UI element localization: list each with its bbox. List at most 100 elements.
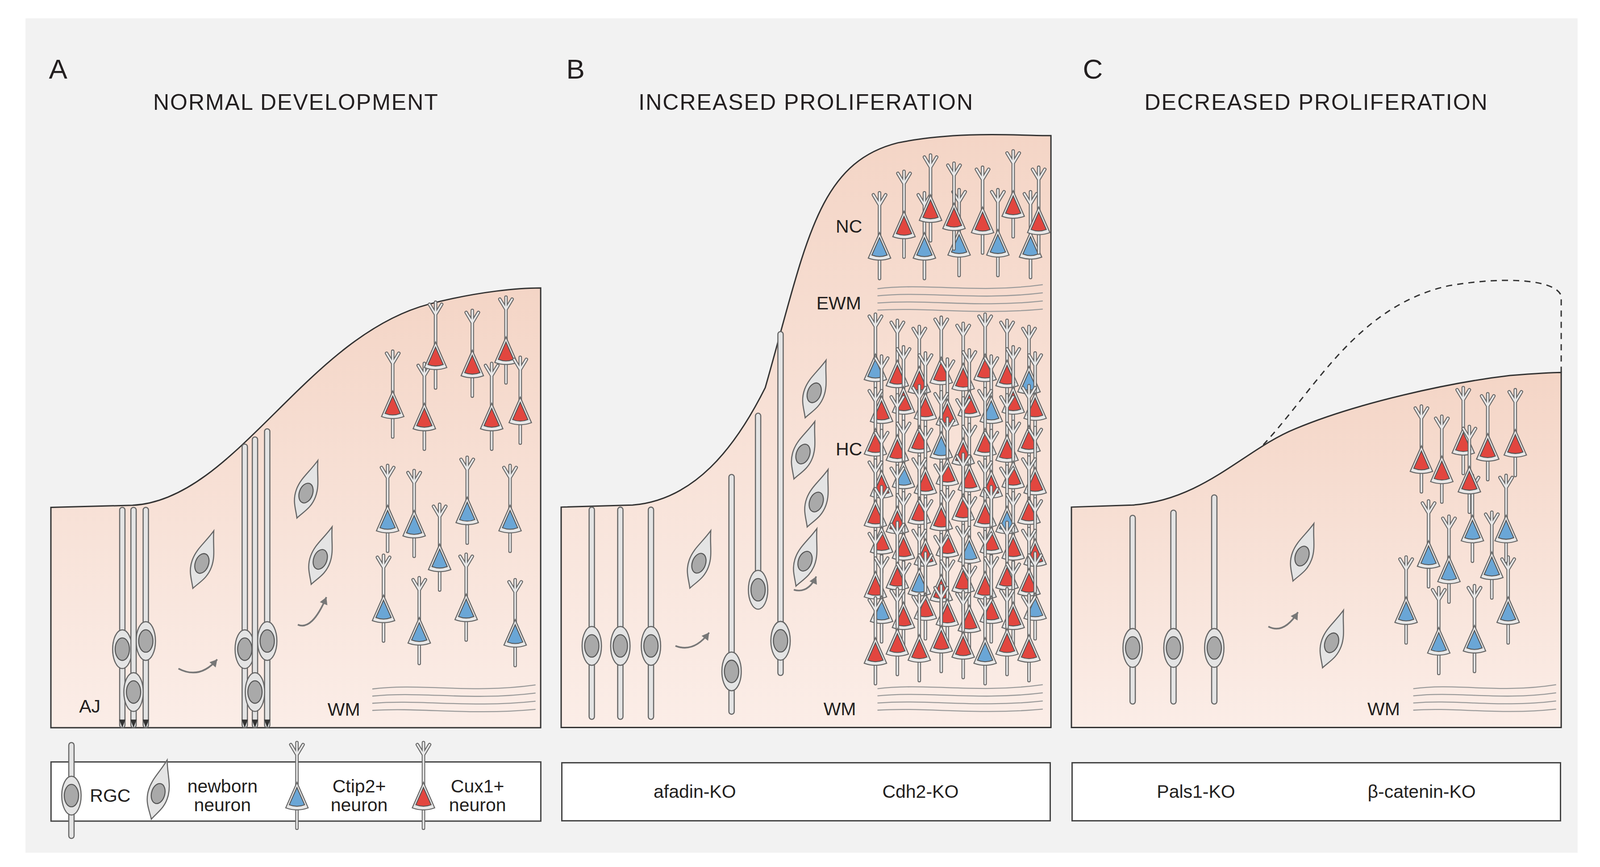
cux1-neuron (509, 357, 532, 443)
newborn-body (1312, 606, 1354, 672)
figure-ground (25, 18, 1578, 853)
soma (867, 642, 884, 662)
cortex-outline (561, 134, 1051, 728)
cux1-neuron (929, 585, 953, 672)
soma-membrane (929, 625, 953, 654)
arrow-head (809, 576, 817, 585)
soma (464, 354, 480, 374)
junction-arrow (252, 719, 259, 728)
region-label: NC (835, 217, 863, 236)
soma-membrane (1461, 515, 1484, 543)
fiber-line (372, 684, 536, 689)
legend-text: Ctip2+ neuron (314, 777, 405, 815)
cux1-neuron (971, 167, 994, 254)
newborn-neuron (183, 527, 224, 592)
region-label: WM (1367, 700, 1400, 719)
soma (1031, 212, 1047, 231)
rgc-nucleus (643, 634, 659, 658)
rgc-body (112, 629, 133, 669)
soma (379, 510, 396, 530)
soma-membrane (428, 543, 451, 572)
ctip2-neuron (1395, 557, 1418, 643)
rgc-nucleus (260, 629, 275, 652)
soma (1434, 461, 1450, 480)
newborn-neuron (141, 757, 178, 822)
cux1-neuron (480, 363, 504, 450)
soma (458, 599, 474, 618)
newborn-nucleus (1292, 544, 1313, 568)
newborn-neuron (1283, 520, 1324, 585)
rgc-nucleus (724, 660, 739, 683)
ctip2-neuron (1480, 512, 1504, 598)
cux1-neuron (412, 742, 435, 829)
cux1-neuron (413, 363, 436, 450)
soma (1484, 557, 1500, 576)
newborn-neuron (680, 527, 721, 592)
rgc-nucleus (126, 680, 141, 704)
soma (977, 642, 993, 662)
newborn-nucleus (149, 782, 168, 806)
rgc-process (648, 507, 654, 720)
cux1-neuron (424, 302, 447, 388)
soma (289, 787, 305, 807)
soma (1464, 520, 1480, 540)
arrow-head (1290, 612, 1298, 621)
newborn-neuron (797, 466, 838, 531)
rgc-process (1211, 495, 1217, 705)
soma (871, 237, 888, 257)
soma (1398, 602, 1414, 621)
soma-membrane (408, 617, 431, 646)
soma-membrane (1495, 515, 1518, 543)
soma (1420, 545, 1437, 565)
rgc-body (124, 672, 144, 712)
panel-letter: A (49, 55, 68, 84)
soma-membrane (995, 628, 1019, 657)
ctip2-neuron (974, 597, 997, 684)
newborn-body (141, 757, 178, 822)
rgc-process (1170, 510, 1177, 705)
rgc-body (1122, 628, 1142, 668)
cux1-neuron (461, 310, 484, 396)
cells (112, 296, 536, 728)
soma-membrane (1480, 552, 1504, 580)
soma (415, 787, 431, 807)
soma (990, 234, 1006, 254)
cortex-illustration (561, 132, 1051, 728)
rgc-nucleus (1207, 636, 1222, 659)
cux1-neuron (942, 163, 966, 250)
panel-letter: C (1083, 55, 1104, 84)
newborn-nucleus (310, 547, 331, 571)
cux1-neuron (919, 154, 942, 241)
panel-title: INCREASED PROLIFERATION (638, 91, 974, 114)
newborn-body (784, 417, 825, 483)
rgc-process (264, 428, 271, 728)
newborn-neuron (287, 456, 328, 522)
rgc-nucleus (64, 784, 79, 807)
soma-membrane (947, 229, 971, 258)
soma (999, 633, 1015, 653)
soma-membrane (1001, 190, 1025, 219)
ctip2-neuron (1463, 585, 1486, 672)
ctip2-neuron (285, 742, 309, 829)
fiber-line (877, 292, 1043, 296)
soma (411, 622, 427, 642)
soma-membrane (403, 510, 426, 538)
ctip2-neuron (376, 465, 399, 551)
ctip2-neuron (947, 189, 971, 276)
fiber-line (372, 692, 536, 696)
newborn-neuron (301, 523, 342, 588)
soma-membrane (1017, 634, 1041, 663)
newborn-nucleus (806, 490, 827, 514)
cux1-neuron (1001, 150, 1025, 237)
soma (1022, 236, 1038, 256)
newborn-body (797, 466, 838, 531)
ctip2-neuron (372, 554, 395, 641)
soma (889, 633, 905, 653)
fiber-line (877, 684, 1043, 689)
junction-arrow (241, 719, 249, 728)
junction-arrow (119, 719, 126, 728)
cortex-outline (50, 287, 541, 728)
newborn-neuron (1312, 606, 1354, 672)
cortex-region: WM (1071, 275, 1562, 728)
soma (1466, 630, 1483, 650)
